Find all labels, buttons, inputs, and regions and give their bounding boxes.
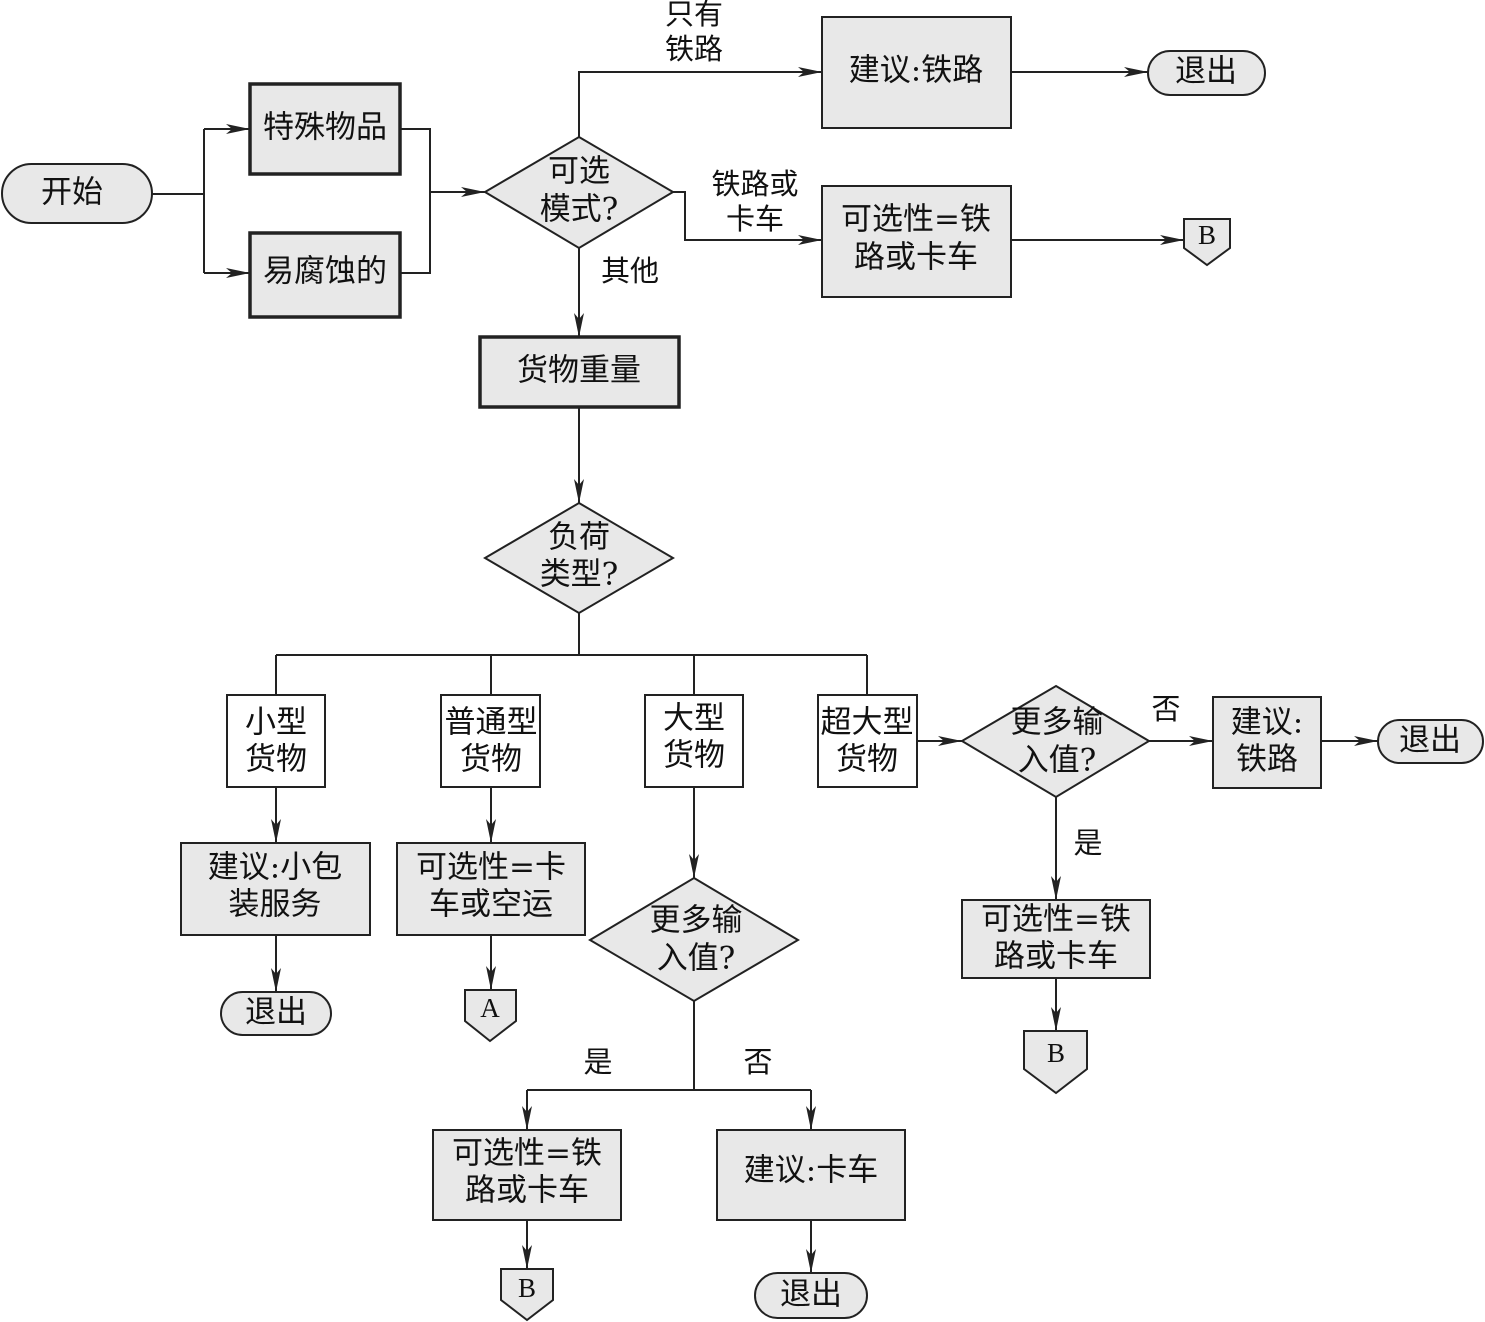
connector-b-right-label: B: [1047, 1038, 1065, 1068]
small-exit-terminal: 退出: [220, 991, 332, 1036]
over-yes-line1: 可选性=铁: [981, 902, 1131, 938]
small-cargo-box: 小型 货物: [226, 694, 326, 788]
exit-terminal-top: 退出: [1147, 50, 1266, 96]
small-package-recommendation: 建议:小包 装服务: [180, 842, 371, 936]
offpage-connector-b-right: B: [1023, 1030, 1088, 1095]
small-rec-line2: 装服务: [229, 887, 322, 923]
normal-rec-line2: 车或空运: [429, 887, 553, 923]
large-more-line1: 更多输: [650, 903, 743, 939]
offpage-connector-a: A: [464, 989, 517, 1043]
large-yes-line2: 路或卡车: [465, 1173, 589, 1209]
connector-b-bottom-label: B: [518, 1273, 536, 1303]
truck-or-air-box: 可选性=卡 车或空运: [396, 842, 586, 936]
edge-rail-only: [578, 67, 822, 137]
large-more-input-decision: 更多输 入值?: [588, 876, 800, 1003]
edge-label-over-no: 否: [1151, 692, 1180, 726]
normal-cargo-box: 普通型 货物: [440, 694, 541, 788]
large-cargo-box: 大型 货物: [644, 694, 744, 788]
load-type-line1: 负荷: [548, 520, 610, 556]
offpage-connector-b-top: B: [1183, 218, 1231, 267]
large-cargo-line2: 货物: [663, 738, 725, 774]
over-no-line2: 铁路: [1236, 742, 1298, 778]
edge-label-large-yes: 是: [583, 1045, 612, 1079]
over-more-line2: 入值?: [1018, 743, 1097, 779]
edge-label-over-yes: 是: [1073, 826, 1102, 860]
mode-rail-truck-line1: 可选性=铁: [841, 202, 991, 238]
rail-or-truck-box-right: 可选性=铁 路或卡车: [961, 899, 1151, 979]
over-exit-label: 退出: [1399, 723, 1461, 759]
connector-b-top-label: B: [1198, 220, 1216, 250]
rail-only-rec-label: 建议:铁路: [849, 53, 983, 89]
start-terminal: 开始: [1, 163, 153, 224]
oversize-more-input-decision: 更多输 入值?: [960, 684, 1151, 799]
edge-label-rail-or-truck-1: 铁路或: [711, 167, 798, 201]
special-goods-label: 特殊物品: [263, 110, 387, 146]
edge-label-large-no: 否: [743, 1045, 772, 1079]
large-exit-terminal: 退出: [754, 1272, 868, 1319]
perishable-label: 易腐蚀的: [263, 254, 387, 290]
edge-label-rail-only-2: 铁路: [665, 32, 723, 66]
rail-recommendation-right: 建议: 铁路: [1212, 696, 1322, 789]
normal-cargo-line1: 普通型: [445, 705, 538, 741]
truck-recommendation: 建议:卡车: [716, 1129, 906, 1221]
small-cargo-line1: 小型: [245, 705, 307, 741]
mode-decision: 可选 模式?: [483, 135, 675, 250]
over-more-line1: 更多输: [1011, 705, 1104, 741]
rail-or-truck-box-top: 可选性=铁 路或卡车: [821, 185, 1012, 298]
oversize-cargo-line2: 货物: [836, 742, 898, 778]
edge-label-rail-or-truck-2: 卡车: [726, 202, 784, 236]
edge-label-rail-only-1: 只有: [665, 0, 723, 31]
cargo-weight-box: 货物重量: [478, 335, 681, 409]
mode-rail-truck-line2: 路或卡车: [854, 240, 978, 276]
normal-rec-line1: 可选性=卡: [416, 850, 566, 886]
perishable-box: 易腐蚀的: [248, 231, 402, 319]
small-exit-label: 退出: [245, 995, 307, 1031]
connector-a-label: A: [480, 993, 500, 1023]
edge-large-branch: [527, 1001, 811, 1091]
edge-merge-bar: [400, 128, 431, 274]
cargo-weight-label: 货物重量: [517, 353, 641, 389]
edge-label-other: 其他: [601, 254, 659, 288]
connector-lines: [152, 67, 1378, 1273]
large-more-line2: 入值?: [657, 941, 736, 977]
start-label: 开始: [41, 175, 103, 211]
large-cargo-line1: 大型: [663, 701, 725, 737]
over-exit-terminal: 退出: [1377, 719, 1484, 764]
edge-rail-or-truck: [673, 191, 822, 245]
edge-category-drops: [275, 655, 868, 695]
over-no-line1: 建议:: [1231, 705, 1303, 741]
large-exit-label: 退出: [780, 1277, 842, 1313]
large-no-label: 建议:卡车: [744, 1153, 878, 1189]
mode-label-line2: 模式?: [540, 192, 619, 228]
rail-or-truck-box-bottom: 可选性=铁 路或卡车: [432, 1129, 622, 1221]
large-yes-line1: 可选性=铁: [452, 1136, 602, 1172]
oversize-cargo-line1: 超大型: [821, 705, 914, 741]
over-yes-line2: 路或卡车: [994, 939, 1118, 975]
small-rec-line1: 建议:小包: [208, 850, 342, 886]
rail-only-recommendation: 建议:铁路: [821, 16, 1012, 129]
small-cargo-line2: 货物: [245, 742, 307, 778]
special-goods-box: 特殊物品: [248, 82, 402, 176]
offpage-connector-b-bottom: B: [500, 1268, 554, 1322]
load-type-line2: 类型?: [540, 557, 619, 593]
exit-top-label: 退出: [1175, 54, 1237, 90]
mode-label-line1: 可选: [548, 154, 610, 190]
normal-cargo-line2: 货物: [460, 742, 522, 778]
oversize-cargo-box: 超大型 货物: [817, 694, 918, 788]
load-type-decision: 负荷 类型?: [483, 501, 675, 615]
